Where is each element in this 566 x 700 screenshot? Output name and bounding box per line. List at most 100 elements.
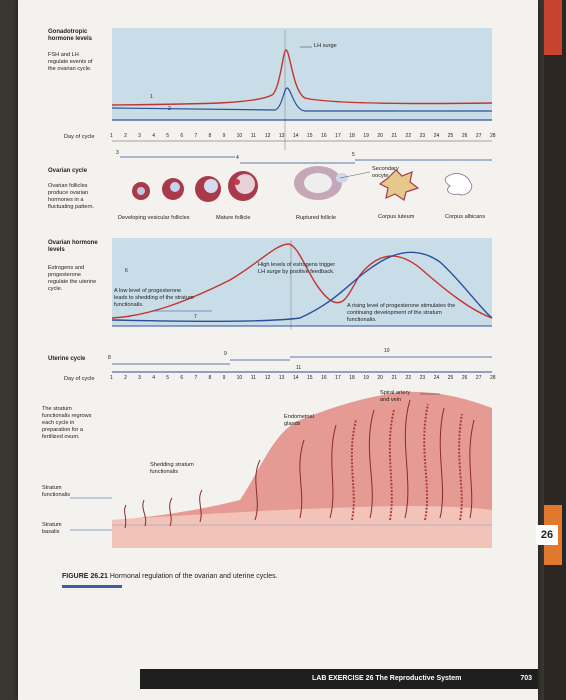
- stage-mature-label: Mature follicle: [216, 215, 251, 221]
- mature-follicle: [228, 171, 258, 201]
- spiral-artery-label: Spiral artery and vein: [380, 390, 411, 403]
- marker-9: 9: [224, 351, 227, 357]
- day-tick-label: 28: [490, 133, 496, 139]
- day-tick-label: 26: [461, 133, 468, 139]
- day-tick-label: 7: [194, 133, 198, 139]
- day-tick-label: 8: [208, 133, 212, 139]
- day-tick-label: 10: [236, 133, 243, 139]
- endometrial-gland-set: [124, 399, 475, 529]
- day-tick-label: 16: [321, 375, 327, 381]
- marker-1: 1: [150, 94, 153, 100]
- secondary-oocyte-pointer: [339, 171, 371, 179]
- page-number: 703: [520, 675, 532, 682]
- endometrial-glands-label: Endometrial glands: [284, 414, 314, 427]
- day-tick-label: 19: [363, 133, 369, 139]
- day-tick-label: 1: [110, 133, 113, 139]
- stage-luteum-label: Corpus luteum: [378, 214, 415, 220]
- day-tick-label: 28: [490, 375, 496, 381]
- marker-11: 11: [296, 365, 302, 371]
- day-tick-label: 20: [377, 133, 383, 139]
- day-tick-label: 16: [321, 133, 327, 139]
- marker-4: 4: [236, 155, 239, 161]
- day-tick-label: 26: [461, 375, 468, 381]
- low-progesterone-label: A low level of progesterone leads to she…: [114, 288, 194, 308]
- day-tick-label: 20: [377, 375, 383, 381]
- stage-ruptured-label: Ruptured follicle: [296, 215, 337, 221]
- day-tick-label: 6: [180, 133, 184, 139]
- figure-caption-text: Hormonal regulation of the ovarian and u…: [109, 573, 278, 580]
- day-tick-label: 7: [194, 375, 198, 381]
- marker-3: 3: [116, 150, 119, 156]
- day-tick-label: 21: [391, 375, 398, 381]
- stage-albicans-label: Corpus albicans: [445, 214, 486, 220]
- lh-surge-label: LH surge: [314, 43, 337, 49]
- marker-7: 7: [194, 314, 197, 320]
- high-estrogen-label: High levels of estrogens trigger LH surg…: [258, 262, 336, 275]
- day-tick-label: 12: [264, 133, 271, 139]
- day-tick-label: 21: [391, 133, 398, 139]
- day-tick-label: 12: [264, 375, 271, 381]
- endometrium-basalis-zone: [112, 506, 492, 548]
- developing-follicle-3: [195, 176, 221, 202]
- day-tick-label: 27: [475, 375, 482, 381]
- ovarian-note: Ovarian follicles produce ovarian hormon…: [48, 183, 95, 210]
- page-footer: LAB EXERCISE 26 The Reproductive System …: [140, 669, 538, 689]
- day-tick-label: 4: [152, 133, 155, 139]
- day-tick-label: 9: [222, 375, 226, 381]
- developing-follicle-1: [132, 182, 150, 200]
- day-tick-label: 14: [292, 375, 299, 381]
- stage-developing-label: Developing vesicular follicles: [118, 215, 190, 221]
- day-tick-label: 3: [138, 133, 141, 139]
- day-tick-label: 6: [180, 375, 184, 381]
- marker-8: 8: [108, 355, 111, 361]
- day-tick-label: 1: [110, 375, 113, 381]
- day-tick-label: 3: [138, 375, 141, 381]
- regrow-note: The stratum functionalis regrows each cy…: [42, 406, 92, 440]
- figure-caption-label: FIGURE 26.21: [62, 573, 108, 580]
- day-tick-label: 4: [152, 375, 155, 381]
- uterine-heading: Uterine cycle: [48, 356, 86, 362]
- ovarian-hormone-note: Estrogens and progesterone regulate the …: [48, 265, 97, 292]
- day-tick-label: 5: [166, 133, 170, 139]
- day-tick-label: 23: [419, 133, 426, 139]
- day-tick-label: 11: [250, 133, 256, 139]
- day-axis-label-top: Day of cycle: [64, 134, 95, 140]
- day-tick-label: 15: [307, 133, 313, 139]
- marker-5: 5: [352, 152, 355, 158]
- marker-2: 2: [168, 106, 171, 112]
- progesterone-curve: [111, 251, 493, 323]
- estrogen-curve: [111, 243, 493, 319]
- day-tick-label: 9: [222, 133, 226, 139]
- chapter-tab-number: 26: [536, 525, 558, 545]
- day-tick-label: 13: [278, 133, 285, 139]
- secondary-oocyte-label: Secondary oocyte: [372, 166, 399, 179]
- gonadotropic-note: FSH and LH regulate events of the ovaria…: [48, 52, 93, 72]
- day-tick-label: 22: [405, 375, 412, 381]
- spiral-arteries: [350, 403, 463, 521]
- developing-follicle-2: [162, 178, 184, 200]
- day-tick-label: 2: [124, 375, 127, 381]
- fsh-curve: [111, 87, 492, 112]
- stratum-basalis-label: Stratum basalis: [42, 522, 62, 535]
- rising-progesterone-label: A rising level of progesterone stimulate…: [347, 303, 456, 323]
- day-tick-label: 8: [208, 375, 212, 381]
- gonadotropic-heading: Gonadotropic hormone levels: [48, 29, 93, 42]
- chapter-tab-red: [544, 0, 562, 55]
- corpus-luteum: [378, 169, 420, 201]
- day-tick-label: 24: [433, 375, 440, 381]
- day-tick-label: 18: [349, 133, 355, 139]
- footer-title: LAB EXERCISE 26 The Reproductive System: [312, 675, 462, 682]
- day-tick-label: 14: [292, 133, 299, 139]
- day-tick-label: 5: [166, 375, 170, 381]
- day-tick-label: 10: [236, 375, 243, 381]
- ruptured-follicle: [294, 166, 348, 200]
- ovarian-hormone-graph-panel: [112, 238, 492, 326]
- day-tick-label: 15: [307, 375, 313, 381]
- day-tick-label: 2: [124, 133, 127, 139]
- ovarian-heading: Ovarian cycle: [48, 168, 88, 174]
- day-tick-label: 25: [447, 133, 454, 139]
- figure-caption: FIGURE 26.21 Hormonal regulation of the …: [62, 573, 278, 580]
- lh-curve: [111, 49, 493, 106]
- day-tick-label: 11: [250, 375, 256, 381]
